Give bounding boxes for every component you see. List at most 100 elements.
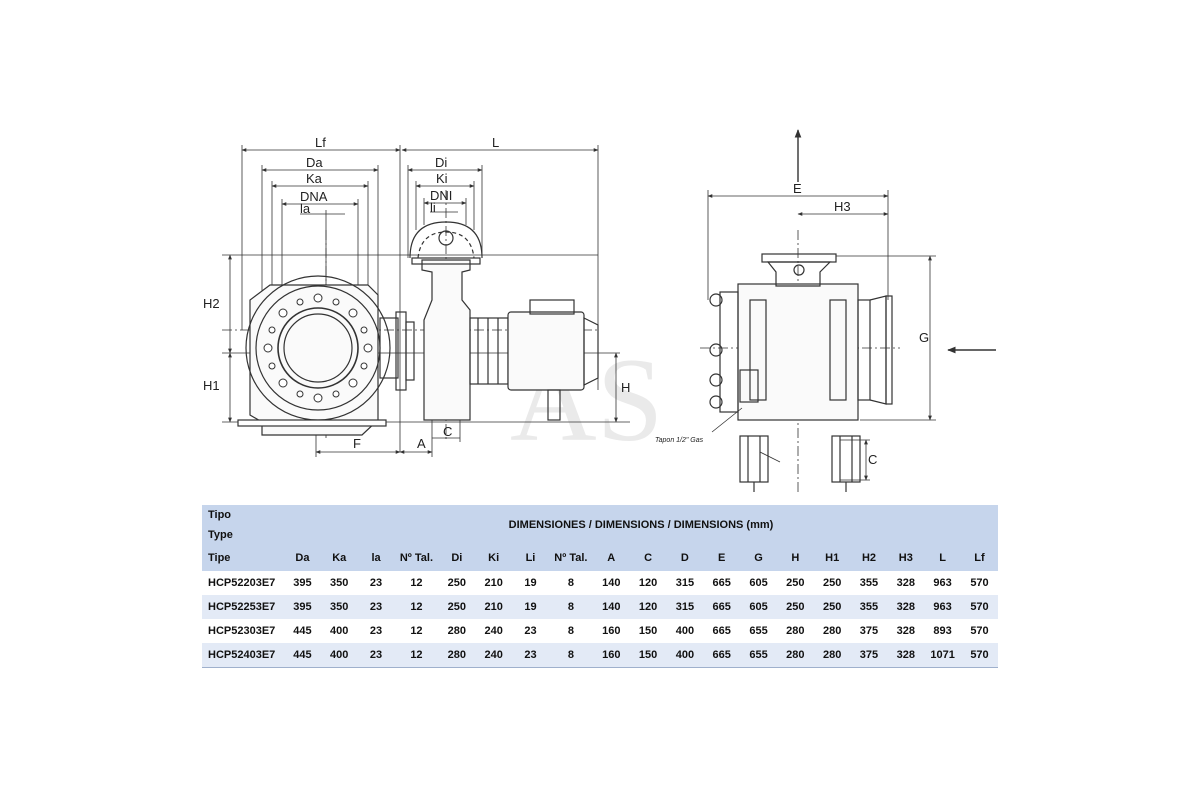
value-cell: 655: [740, 643, 777, 668]
value-cell: 19: [512, 595, 549, 619]
column-header: Da: [284, 545, 321, 571]
value-cell: 400: [666, 619, 704, 643]
column-header: Li: [512, 545, 549, 571]
value-cell: 280: [776, 619, 814, 643]
value-cell: 240: [475, 619, 513, 643]
value-cell: 240: [475, 643, 513, 668]
label-c-side: C: [868, 452, 877, 467]
column-header: Lf: [961, 545, 998, 571]
column-header: Tipe: [202, 545, 284, 571]
value-cell: 328: [887, 619, 925, 643]
label-c: C: [443, 424, 452, 439]
column-header: Nº Tal.: [548, 545, 593, 571]
pump-body: [379, 221, 599, 421]
value-cell: 280: [438, 619, 476, 643]
front-view: [222, 145, 630, 457]
label-h: H: [621, 380, 630, 395]
label-e: E: [793, 181, 802, 196]
label-lf: Lf: [315, 135, 326, 150]
label-li: li: [430, 200, 436, 215]
value-cell: 8: [548, 595, 593, 619]
header-row-columns: Tipe Da Ka la Nº Tal. Di Ki Li Nº Tal. A…: [202, 545, 998, 571]
header-tipo: Tipo: [202, 505, 284, 525]
label-di: Di: [435, 155, 447, 170]
value-cell: 250: [438, 595, 476, 619]
value-cell: 23: [512, 643, 549, 668]
value-cell: 445: [284, 619, 321, 643]
column-header: C: [629, 545, 667, 571]
label-a: A: [417, 436, 426, 451]
model-cell: HCP52253E7: [202, 595, 284, 619]
value-cell: 150: [629, 643, 667, 668]
side-labels: E H3 G C Tapon 1/2" Gas: [655, 181, 929, 467]
value-cell: 23: [512, 619, 549, 643]
value-cell: 328: [887, 571, 925, 595]
front-labels: Lf Da Ka DNA la L Di Ki DNI li H2 H1 H F…: [203, 135, 630, 451]
value-cell: 1071: [924, 643, 961, 668]
value-cell: 140: [592, 595, 630, 619]
value-cell: 280: [813, 643, 851, 668]
value-cell: 355: [850, 595, 888, 619]
value-cell: 250: [813, 571, 851, 595]
value-cell: 250: [813, 595, 851, 619]
value-cell: 570: [961, 571, 998, 595]
value-cell: 665: [703, 643, 741, 668]
label-h1: H1: [203, 378, 220, 393]
label-h3: H3: [834, 199, 851, 214]
pump-technical-drawing: AS: [203, 129, 996, 495]
value-cell: 400: [320, 643, 358, 668]
value-cell: 570: [961, 595, 998, 619]
value-cell: 315: [666, 595, 704, 619]
value-cell: 140: [592, 571, 630, 595]
label-dni: DNI: [430, 188, 452, 203]
model-cell: HCP52203E7: [202, 571, 284, 595]
value-cell: 350: [320, 571, 358, 595]
value-cell: 250: [776, 571, 814, 595]
value-cell: 12: [394, 643, 439, 668]
column-header: Di: [438, 545, 476, 571]
column-header: L: [924, 545, 961, 571]
value-cell: 355: [850, 571, 888, 595]
column-header: A: [592, 545, 630, 571]
value-cell: 655: [740, 619, 777, 643]
column-header: E: [703, 545, 741, 571]
column-header: la: [357, 545, 395, 571]
value-cell: 12: [394, 619, 439, 643]
value-cell: 605: [740, 595, 777, 619]
value-cell: 250: [438, 571, 476, 595]
model-cell: HCP52403E7: [202, 643, 284, 668]
value-cell: 400: [320, 619, 358, 643]
value-cell: 280: [438, 643, 476, 668]
value-cell: 23: [357, 643, 395, 668]
column-header: Ki: [475, 545, 513, 571]
label-h2: H2: [203, 296, 220, 311]
value-cell: 395: [284, 595, 321, 619]
header-row-tipo: Tipo DIMENSIONES / DIMENSIONS / DIMENSIO…: [202, 505, 998, 545]
label-da: Da: [306, 155, 323, 170]
value-cell: 893: [924, 619, 961, 643]
column-header: Ka: [320, 545, 358, 571]
value-cell: 400: [666, 643, 704, 668]
column-header: H3: [887, 545, 925, 571]
value-cell: 315: [666, 571, 704, 595]
column-header: G: [740, 545, 777, 571]
value-cell: 375: [850, 643, 888, 668]
header-type: Type: [202, 525, 284, 545]
value-cell: 605: [740, 571, 777, 595]
value-cell: 23: [357, 571, 395, 595]
value-cell: 963: [924, 595, 961, 619]
value-cell: 280: [813, 619, 851, 643]
label-dna: DNA: [300, 189, 328, 204]
label-f: F: [353, 436, 361, 451]
label-ki: Ki: [436, 171, 448, 186]
value-cell: 395: [284, 571, 321, 595]
header-row-type: Type: [202, 525, 998, 545]
value-cell: 23: [357, 619, 395, 643]
value-cell: 19: [512, 571, 549, 595]
gas-plug-note: Tapon 1/2" Gas: [655, 437, 704, 444]
column-header: H1: [813, 545, 851, 571]
value-cell: 665: [703, 595, 741, 619]
